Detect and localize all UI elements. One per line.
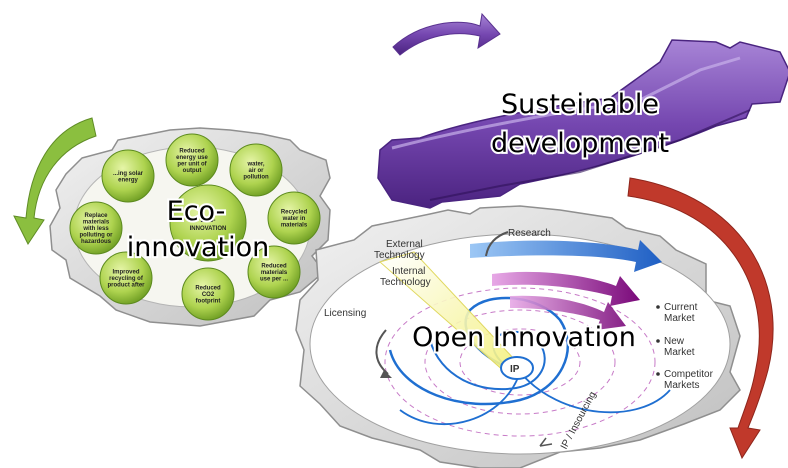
internal-technology-label-1: Internal bbox=[392, 266, 425, 277]
eco-item-text: output bbox=[183, 168, 202, 174]
eco-center-label-1: ECO- bbox=[201, 218, 216, 224]
eco-item-ball bbox=[181, 267, 235, 321]
eco-item-text: per unit of bbox=[177, 161, 207, 167]
ip-label: IP bbox=[510, 364, 520, 375]
eco-item-ball bbox=[99, 251, 153, 305]
open-innovation-title: Open Innovation bbox=[412, 322, 636, 353]
eco-item-text: water, bbox=[246, 162, 264, 168]
eco-item-ball bbox=[247, 245, 301, 299]
eco-item-text: product after bbox=[107, 283, 145, 289]
eco-item-text: recycling of bbox=[109, 276, 144, 282]
market-new-1: New bbox=[664, 336, 685, 347]
eco-item-ball bbox=[101, 149, 155, 203]
sustainable-title-line2: development bbox=[491, 128, 669, 159]
market-current-2: Market bbox=[664, 313, 695, 324]
eco-item-ball bbox=[229, 143, 283, 197]
eco-item-text: polluting or bbox=[80, 233, 114, 239]
eco-item-ball bbox=[267, 191, 321, 245]
external-technology-label-1: External bbox=[386, 239, 423, 250]
eco-item-text: Reduced bbox=[195, 286, 221, 292]
eco-item-text: Replace bbox=[84, 213, 108, 219]
internal-technology-label-2: Technology bbox=[380, 277, 431, 288]
eco-item-text: Reduced bbox=[261, 264, 287, 270]
eco-item-text: Reduced bbox=[179, 148, 205, 154]
eco-item-text: hazardous bbox=[81, 239, 112, 245]
market-current-1: Current bbox=[664, 302, 698, 313]
eco-item-text: materials bbox=[281, 223, 308, 229]
research-label: Research bbox=[508, 228, 551, 239]
eco-center-label-2: INNOVATION bbox=[190, 226, 227, 232]
eco-item-text: energy use bbox=[176, 155, 208, 161]
eco-item-text: materials bbox=[83, 220, 110, 226]
eco-item-text: Improved bbox=[112, 270, 139, 276]
red-curve-arrow bbox=[627, 177, 774, 460]
eco-title-line1: Eco- bbox=[167, 196, 226, 227]
eco-title-line2: innovation bbox=[127, 232, 270, 263]
eco-item-text: water in bbox=[282, 216, 306, 222]
sustainable-title-line1: Susteinable bbox=[501, 89, 659, 120]
green-curve-arrow bbox=[13, 117, 97, 245]
eco-item-text: with less bbox=[82, 226, 109, 232]
eco-item-text: materials bbox=[261, 270, 288, 276]
external-technology-label-2: Technology bbox=[374, 250, 425, 261]
eco-item-text: ...ing solar bbox=[113, 171, 144, 177]
eco-item-text: pollution bbox=[243, 175, 269, 181]
licensing-label: Licensing bbox=[324, 308, 366, 319]
eco-item-text: CO2 bbox=[202, 292, 215, 298]
sustainable-development-shape bbox=[377, 39, 788, 209]
eco-item-text: energy bbox=[118, 177, 138, 183]
eco-item-ball bbox=[165, 133, 219, 187]
eco-item-text: air or bbox=[248, 168, 264, 174]
eco-item-text: use per ... bbox=[260, 277, 288, 283]
eco-item-ball bbox=[69, 201, 123, 255]
purple-top-arrow bbox=[392, 12, 501, 56]
eco-item-text: footprint bbox=[196, 299, 221, 305]
market-competitor-2: Markets bbox=[664, 380, 700, 391]
eco-item-text: Recycled bbox=[281, 210, 308, 216]
market-new-2: Market bbox=[664, 347, 695, 358]
open-innovation-gear bbox=[295, 205, 741, 468]
market-competitor-1: Competitor bbox=[664, 369, 714, 380]
